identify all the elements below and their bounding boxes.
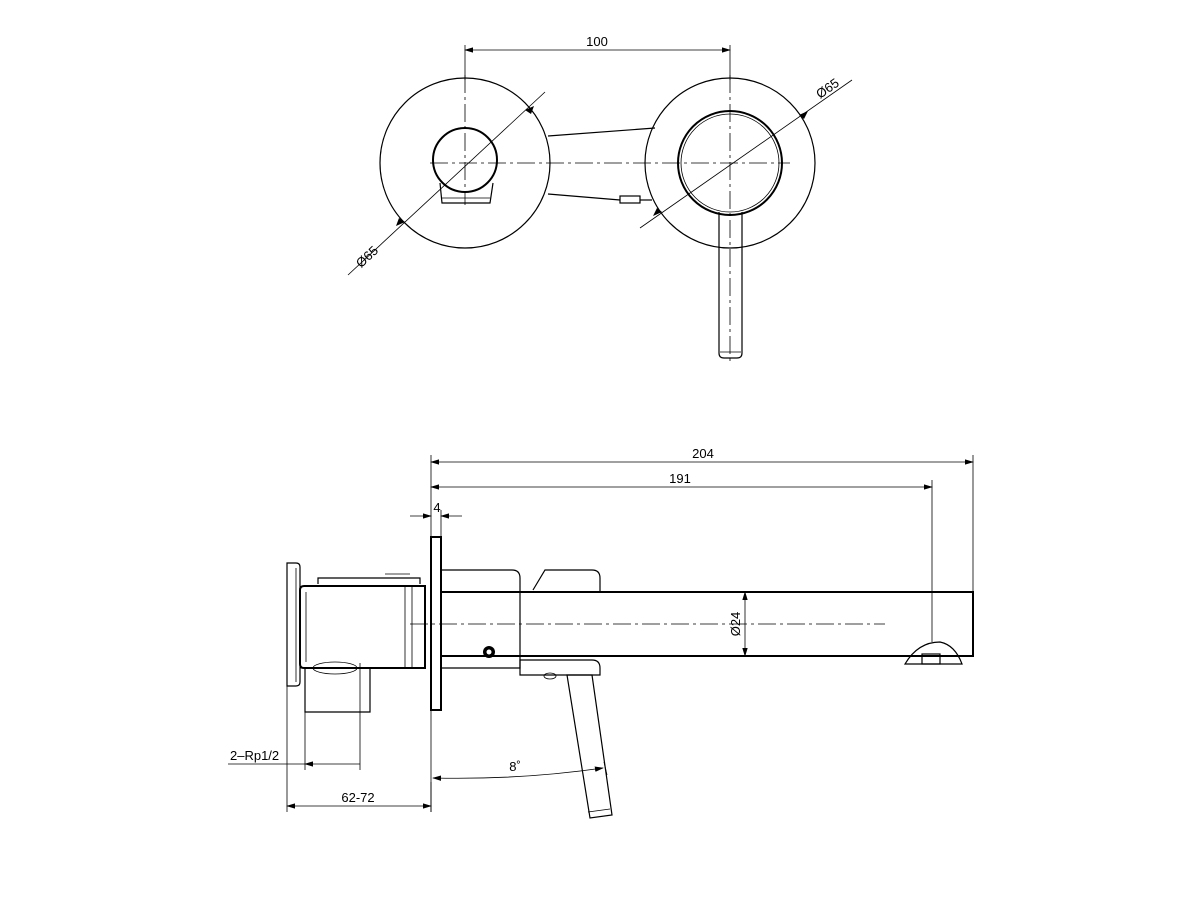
top-fitting (317, 577, 421, 584)
mixer-body (440, 569, 521, 669)
rear-flange (286, 562, 301, 687)
body-clip (619, 195, 641, 204)
diverter-knob-base (439, 182, 494, 204)
bottom-inlet (304, 668, 371, 713)
valve-body (299, 585, 426, 669)
side-view: Ø24 204 191 4 2–Rp1/2 62-72 8˚ (228, 446, 974, 819)
lever-hub-lower (519, 659, 601, 676)
dim-left-diameter-arrow-1 (396, 218, 405, 226)
body-connector-bottom (547, 193, 621, 201)
dim-spout-diameter-label: Ø24 (728, 612, 743, 637)
side-lever (566, 674, 613, 819)
dim-angle-label: 8˚ (509, 759, 521, 774)
mixer-lever (718, 212, 743, 359)
dim-spacing-label: 100 (586, 34, 608, 49)
aerator (903, 641, 963, 665)
dim-plate-thickness-label: 4 (433, 500, 440, 515)
dim-right-diameter-arrow-2 (799, 111, 808, 119)
dim-spout-length-label: 191 (669, 471, 691, 486)
dim-left-diameter-arrow-2 (525, 106, 534, 114)
dim-wall-depth-label: 62-72 (341, 790, 374, 805)
dim-thread-label: 2–Rp1/2 (230, 748, 279, 763)
dim-right-diameter-arrow-1 (653, 208, 662, 216)
front-view: 100 Ø65 Ø65 (347, 34, 853, 365)
body-connector-top (547, 127, 656, 137)
lever-hub (532, 569, 601, 592)
dim-overall-length-label: 204 (692, 446, 714, 461)
wall-cover-plate (430, 536, 442, 711)
dim-angle-arc (432, 766, 604, 781)
